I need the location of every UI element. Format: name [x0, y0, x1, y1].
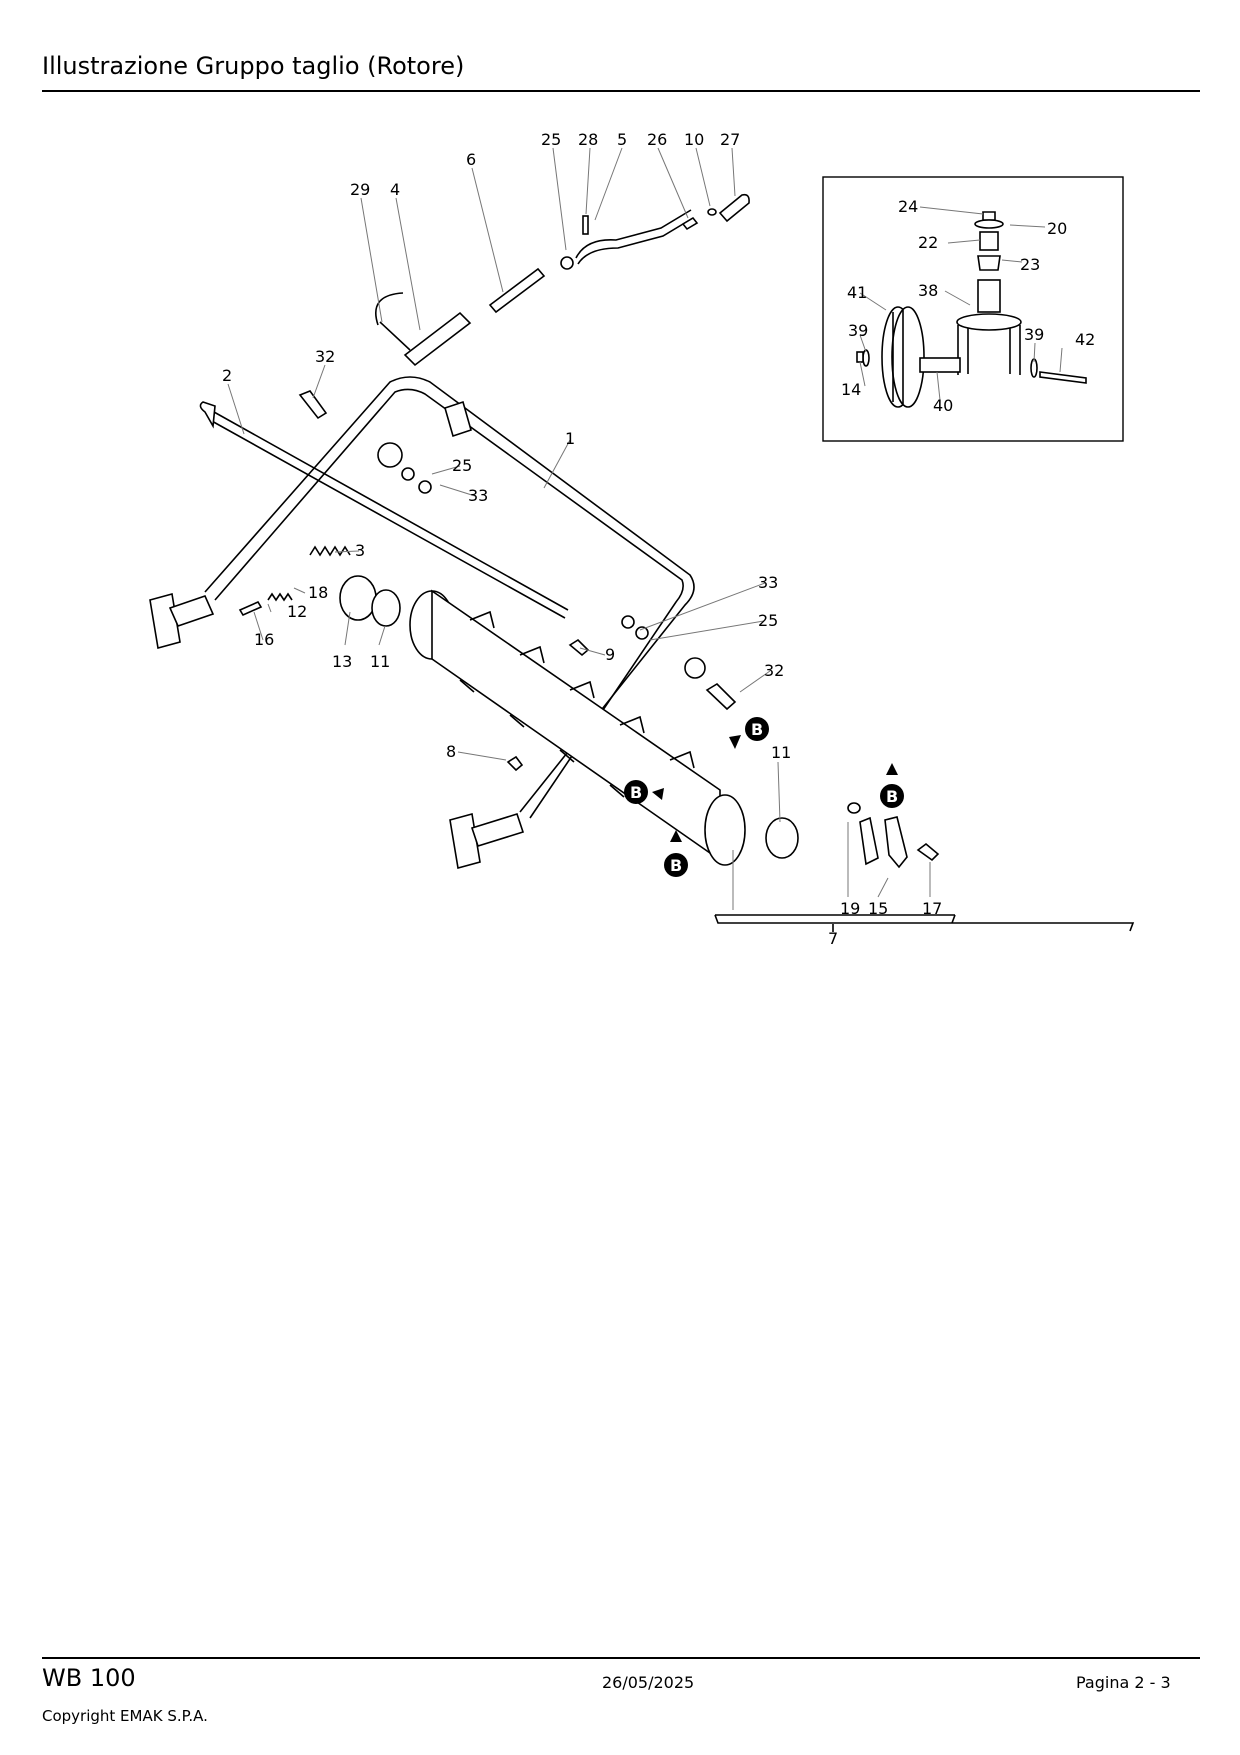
ref-marker-b: B: [624, 780, 664, 804]
callout-label: 33: [758, 573, 778, 592]
exploded-parts-diagram: B B B B 25 28 5 26 10 27 6 29 4 32 2 1 2…: [149, 130, 1135, 948]
callout-label: 8: [446, 742, 456, 761]
page-title: Illustrazione Gruppo taglio (Rotore): [42, 52, 465, 80]
inset-callout-label: 38: [918, 281, 938, 300]
callout-label: 11: [771, 743, 791, 762]
callout-label: 13: [332, 652, 352, 671]
inset-callout-label: 23: [1020, 255, 1040, 274]
svg-text:B: B: [630, 783, 642, 802]
callout-label: 1: [565, 429, 575, 448]
callout-label: 3: [355, 541, 365, 560]
callout-label: 16: [254, 630, 274, 649]
inset-callout-label: 42: [1075, 330, 1095, 349]
handle-parts: [375, 193, 750, 367]
callout-label: 12: [287, 602, 307, 621]
svg-text:B: B: [670, 856, 682, 875]
callout-label: 32: [764, 661, 784, 680]
callout-label: 28: [578, 130, 598, 149]
ref-marker-b: B: [664, 830, 688, 877]
callout-label: 33: [468, 486, 488, 505]
callout-label: 18: [308, 583, 328, 602]
print-date: 26/05/2025: [602, 1673, 695, 1692]
page-number: Pagina 2 - 3: [1076, 1673, 1171, 1692]
rotor: [409, 589, 746, 866]
callout-label: 32: [315, 347, 335, 366]
inset-callout-label: 40: [933, 396, 953, 415]
inset-callout-label: 20: [1047, 219, 1067, 238]
callout-label: 29: [350, 180, 370, 199]
svg-text:B: B: [751, 720, 763, 739]
wheel-assembly-inset: 24 20 22 23 41 38 39 39 42 14 40: [822, 176, 1124, 442]
callout-label: 9: [605, 645, 615, 664]
callout-label: 4: [390, 180, 400, 199]
inset-callout-label: 14: [841, 380, 861, 399]
model-name: WB 100: [42, 1664, 136, 1692]
ref-marker-b: B: [729, 717, 769, 749]
inset-callout-label: 41: [847, 283, 867, 302]
header-divider: [42, 90, 1200, 92]
callout-label: 11: [370, 652, 390, 671]
callout-label: 6: [466, 150, 476, 169]
svg-text:B: B: [886, 787, 898, 806]
main-frame: [149, 376, 799, 870]
inset-callout-label: 22: [918, 233, 938, 252]
ref-marker-b: B: [880, 763, 904, 808]
callout-label: 25: [452, 456, 472, 475]
blade-parts: [714, 802, 1135, 932]
callout-label: 25: [541, 130, 561, 149]
callout-label: 15: [868, 899, 888, 918]
callout-label: 27: [720, 130, 740, 149]
callout-labels: 25 28 5 26 10 27 6 29 4 32 2 1 25 33 3 1…: [222, 130, 942, 948]
copyright-notice: Copyright EMAK S.P.A.: [42, 1707, 208, 1725]
reference-markers: B B B B: [624, 717, 904, 877]
footer-divider: [42, 1657, 1200, 1659]
callout-label: 2: [222, 366, 232, 385]
leader-lines: [227, 147, 931, 898]
callout-label: 7: [828, 929, 838, 948]
callout-label: 26: [647, 130, 667, 149]
callout-label: 5: [617, 130, 627, 149]
callout-label: 17: [922, 899, 942, 918]
inset-callout-label: 39: [848, 321, 868, 340]
callout-label: 25: [758, 611, 778, 630]
inset-callout-label: 24: [898, 197, 918, 216]
inset-callout-label: 39: [1024, 325, 1044, 344]
callout-label: 19: [840, 899, 860, 918]
callout-label: 10: [684, 130, 704, 149]
